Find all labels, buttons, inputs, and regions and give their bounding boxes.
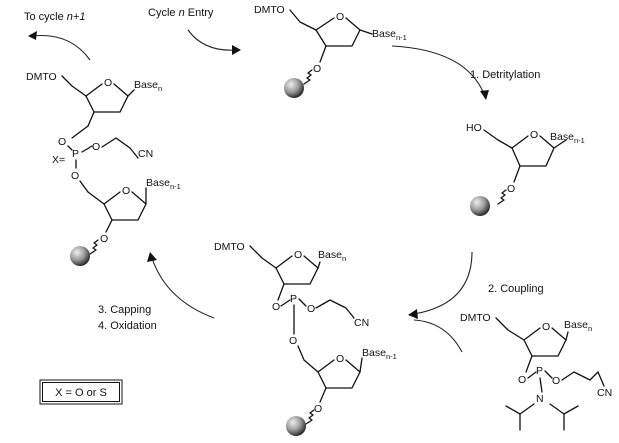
o-label: O bbox=[289, 335, 297, 347]
base-label: Basen-1 bbox=[372, 28, 407, 42]
x-double-bond-label: X= bbox=[52, 154, 65, 166]
o3-label: O bbox=[100, 233, 108, 245]
molecule-detritylated: HO O Basen-1 O bbox=[466, 122, 585, 216]
solid-support-bead bbox=[70, 246, 90, 266]
molecule-entry: DMTO O Basen-1 O bbox=[254, 4, 407, 98]
step-coupling-label: 2. Coupling bbox=[488, 283, 544, 295]
base-label: Basen bbox=[134, 79, 162, 93]
dmto-label: DMTO bbox=[214, 241, 245, 253]
solid-support-bead bbox=[286, 416, 306, 436]
arrow-coupling-head bbox=[408, 309, 418, 319]
o-label: O bbox=[552, 375, 560, 387]
o3-label: O bbox=[313, 63, 321, 75]
step-capping-label: 3. Capping bbox=[98, 304, 151, 316]
cn-label: CN bbox=[138, 148, 153, 160]
arrow-detritylation-head bbox=[480, 90, 489, 100]
o3-label: O bbox=[507, 183, 515, 195]
molecule-oxidized-dimer: DMTO O Basen O X= P O CN O O Basen-1 O bbox=[26, 71, 181, 266]
base-label: Basen-1 bbox=[146, 177, 181, 191]
ring-o-label: O bbox=[104, 77, 112, 89]
step-oxidation-label: 4. Oxidation bbox=[98, 320, 157, 332]
legend-text: X = O or S bbox=[55, 387, 107, 399]
arrow-detritylation bbox=[391, 45, 485, 95]
base-label: Basen bbox=[318, 249, 346, 263]
solid-support-bead bbox=[470, 196, 490, 216]
ring-o-label: O bbox=[336, 353, 344, 365]
p-label: P bbox=[72, 148, 79, 160]
cn-label: CN bbox=[597, 387, 612, 399]
arrow-to-next-cycle bbox=[31, 34, 91, 61]
cycle-entry-label: Cycle n Entry bbox=[148, 7, 214, 19]
o3-label: O bbox=[314, 403, 322, 415]
base-label: Basen bbox=[564, 319, 592, 333]
step-detritylation-label: 1. Detritylation bbox=[470, 69, 540, 81]
dmto-label: DMTO bbox=[254, 4, 285, 16]
solid-support-bead bbox=[284, 78, 304, 98]
ring-o-label: O bbox=[336, 11, 344, 23]
ring-o-label: O bbox=[294, 249, 302, 261]
base-label: Basen-1 bbox=[362, 347, 397, 361]
arrow-cycle-entry-head bbox=[232, 45, 241, 55]
p-label: P bbox=[536, 365, 543, 377]
base-label: Basen-1 bbox=[550, 131, 585, 145]
to-cycle-label: To cycle n+1 bbox=[24, 11, 85, 23]
ring-o-label: O bbox=[542, 321, 550, 333]
ho-label: HO bbox=[466, 122, 482, 134]
arrow-to-next-cycle-head bbox=[28, 31, 37, 40]
dmto-label: DMTO bbox=[26, 71, 57, 83]
dmto-label: DMTO bbox=[460, 312, 491, 324]
arrow-cycle-entry bbox=[187, 29, 237, 51]
ring-o-label: O bbox=[530, 129, 538, 141]
arrow-reagent-in bbox=[413, 319, 463, 353]
p-label: P bbox=[290, 293, 297, 305]
o3-label: O bbox=[272, 301, 280, 313]
ring-o-label: O bbox=[122, 185, 130, 197]
o3-label: O bbox=[58, 136, 66, 148]
o-label: O bbox=[92, 141, 100, 153]
o-label: O bbox=[307, 303, 315, 315]
cn-label: CN bbox=[354, 317, 369, 329]
n-label: N bbox=[536, 393, 544, 405]
arrow-capping-oxidation bbox=[151, 257, 215, 319]
molecule-phosphoramidite: DMTO O Basen O P O CN N bbox=[460, 312, 612, 431]
arrow-coupling bbox=[413, 251, 473, 315]
o3-label: O bbox=[518, 374, 526, 386]
arrow-capping-oxidation-head bbox=[147, 252, 157, 262]
o-label: O bbox=[71, 170, 79, 182]
molecule-phosphite-dimer: DMTO O Basen O P O CN O O Basen-1 O bbox=[214, 241, 397, 436]
legend-box: X = O or S bbox=[39, 379, 123, 405]
cycle-arrows bbox=[28, 29, 489, 353]
